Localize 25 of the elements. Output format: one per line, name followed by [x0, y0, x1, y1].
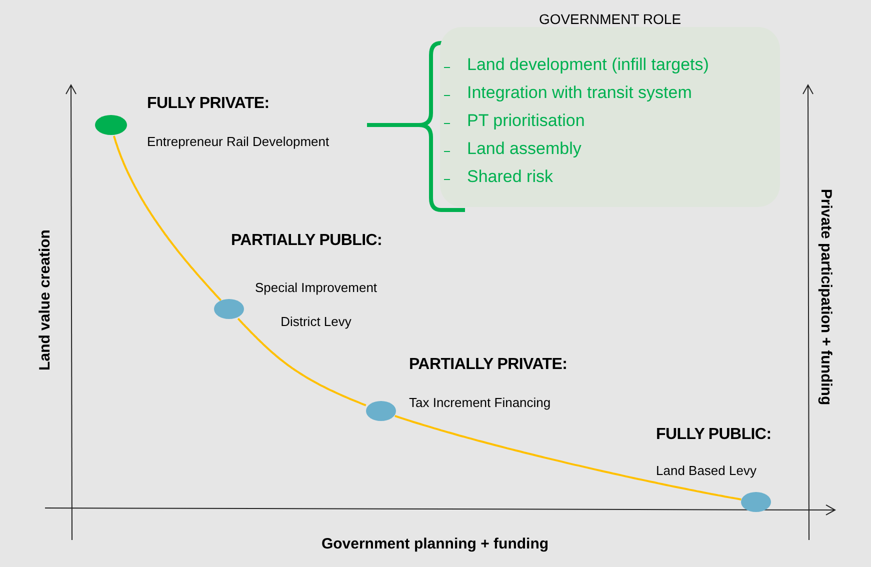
curve-line [237, 318, 366, 406]
panel-heading: GOVERNMENT ROLE [538, 11, 682, 27]
axis-label: Land value creation [36, 230, 54, 370]
list-item: Integration with transit system [467, 83, 692, 103]
axis-label: Private participation + funding [818, 188, 834, 406]
point-description: Tax Increment Financing [409, 395, 551, 410]
point-description: Special Improvement District Levy [254, 279, 378, 331]
curve-line [112, 136, 222, 301]
point-heading: PARTIALLY PUBLIC: [231, 232, 382, 250]
point-description: Land Based Levy [656, 463, 756, 478]
point-marker [366, 401, 396, 421]
curve-line [394, 414, 742, 500]
point-heading: FULLY PRIVATE: [147, 95, 270, 113]
role-panel [440, 27, 780, 207]
point-heading: FULLY PUBLIC: [656, 426, 772, 444]
list-item: PT prioritisation [467, 111, 585, 131]
list-item: Land assembly [467, 139, 582, 159]
point-marker [95, 115, 127, 135]
point-marker [741, 492, 771, 512]
point-marker [214, 299, 244, 319]
point-description: Entrepreneur Rail Development [147, 134, 330, 149]
list-item: Land development (infill targets) [467, 55, 709, 75]
point-heading: PARTIALLY PRIVATE: [409, 356, 568, 374]
list-item: Shared risk [467, 167, 553, 187]
axis-label: Government planning + funding [321, 536, 549, 552]
